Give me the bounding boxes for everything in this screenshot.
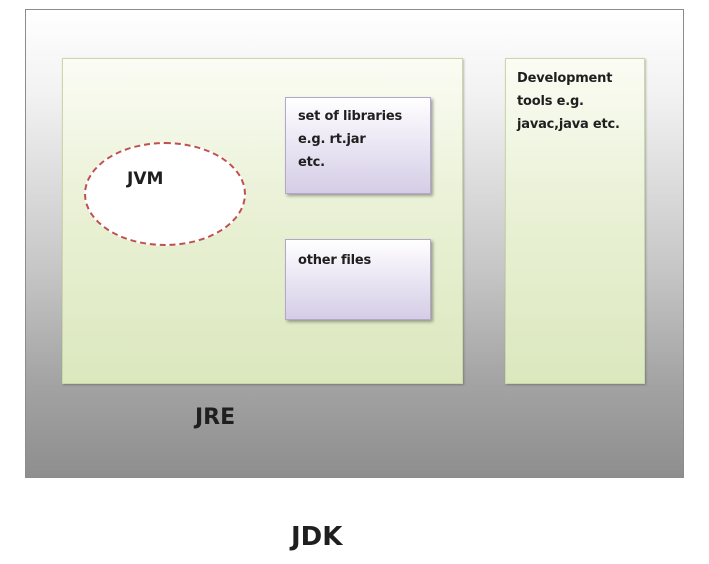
- dev-tools-line-2: tools e.g.: [517, 94, 584, 109]
- jvm-ellipse: [84, 142, 246, 246]
- libraries-line-2: e.g. rt.jar: [298, 132, 366, 147]
- other-files-box: other files: [285, 239, 431, 320]
- dev-tools-line-1: Development: [517, 71, 613, 86]
- libraries-line-3: etc.: [298, 155, 325, 170]
- jre-label: JRE: [195, 405, 236, 430]
- libraries-line-1: set of libraries: [298, 109, 403, 124]
- dev-tools-box: Development tools e.g. javac,java etc.: [505, 58, 645, 384]
- jvm-label: JVM: [127, 169, 164, 189]
- other-files-label: other files: [298, 253, 372, 268]
- dev-tools-line-3: javac,java etc.: [517, 117, 620, 132]
- libraries-box: set of libraries e.g. rt.jar etc.: [285, 97, 431, 194]
- jdk-label: JDK: [291, 522, 343, 552]
